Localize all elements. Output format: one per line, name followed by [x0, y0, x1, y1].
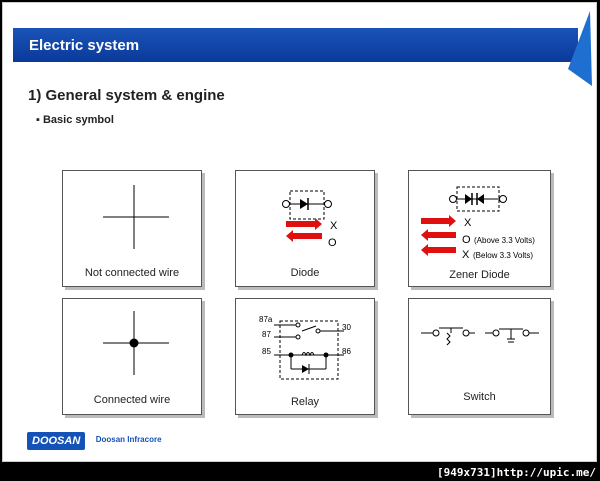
diode-x-mark: X	[330, 220, 338, 232]
box-label: Diode	[290, 267, 320, 279]
box-not-connected-wire: Not connected wire	[62, 170, 202, 287]
zener-above-note: (Above 3.3 Volts)	[474, 236, 535, 245]
header-bar	[13, 28, 578, 62]
relay-pin-87a: 87a	[259, 315, 273, 324]
section-title: 1) General system & engine	[28, 87, 225, 104]
logo-mark: DOOSAN	[27, 432, 86, 450]
bullet-item: ▪ Basic symbol	[36, 114, 114, 126]
slide: Electric system 1) General system & engi…	[2, 2, 597, 462]
box-label: Relay	[290, 396, 320, 408]
logo-text: Doosan Infracore	[95, 435, 162, 445]
relay-pin-85: 85	[262, 347, 271, 356]
connected-wire-symbol	[103, 311, 169, 375]
page-title: Electric system	[29, 37, 140, 54]
zener-o-mark: O	[462, 234, 471, 246]
box-switch: Switch	[408, 298, 551, 415]
relay-pin-87: 87	[262, 330, 271, 339]
switch-symbol	[421, 327, 539, 346]
box-connected-wire: Connected wire	[62, 298, 202, 415]
header-wedge-decoration	[568, 11, 592, 86]
relay-pin-86: 86	[342, 347, 351, 356]
relay-symbol: 87a 87 30 85 86	[259, 315, 351, 380]
box-label: Zener Diode	[449, 269, 510, 281]
box-zener-diode: X O (Above 3.3 Volts) X (Below 3.3 Volts…	[408, 170, 551, 287]
box-label: Connected wire	[93, 394, 171, 406]
diode-symbol: X O	[282, 190, 338, 249]
box-diode: X O Diode	[235, 170, 375, 287]
box-relay: 87a 87 30 85 86 Relay	[235, 298, 375, 415]
bullet-label: Basic symbol	[42, 114, 114, 126]
box-label: Switch	[463, 391, 496, 403]
diode-o-mark: O	[328, 237, 337, 249]
relay-pin-30: 30	[342, 323, 351, 332]
zener-diode-symbol: X O (Above 3.3 Volts) X (Below 3.3 Volts…	[421, 186, 535, 261]
zener-x-mark: X	[464, 217, 472, 229]
zener-x2-mark: X	[462, 249, 470, 261]
box-label: Not connected wire	[84, 267, 180, 279]
zener-below-note: (Below 3.3 Volts)	[473, 251, 533, 260]
not-connected-wire-symbol	[103, 185, 169, 249]
watermark-text: [949x731]http://upic.me/	[437, 466, 596, 479]
doosan-logo: DOOSAN Doosan Infracore	[27, 431, 162, 450]
